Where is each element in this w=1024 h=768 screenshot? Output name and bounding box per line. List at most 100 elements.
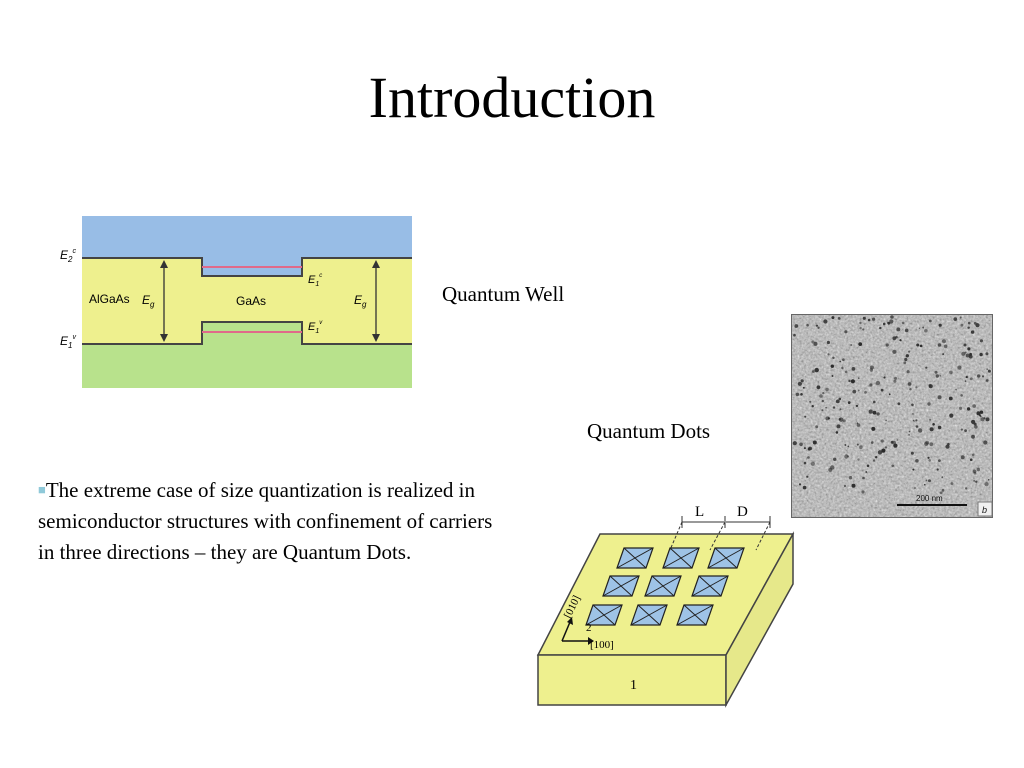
dot-speck bbox=[825, 387, 829, 392]
dot-speck bbox=[826, 340, 830, 345]
dot-speck bbox=[941, 476, 944, 479]
dot-speck bbox=[844, 454, 849, 459]
dot-speck bbox=[937, 425, 942, 430]
dot-speck bbox=[815, 324, 819, 327]
dot-speck bbox=[832, 356, 835, 359]
dot-speck bbox=[795, 392, 800, 397]
dot-speck bbox=[855, 404, 859, 408]
dot-speck bbox=[967, 321, 971, 325]
dot-speck bbox=[924, 329, 928, 333]
dot-speck bbox=[958, 406, 963, 410]
dot-speck bbox=[882, 322, 886, 326]
dot-speck bbox=[924, 441, 929, 446]
dot-speck bbox=[870, 441, 874, 444]
dot-speck bbox=[914, 487, 916, 489]
dot-speck bbox=[800, 393, 803, 396]
material-center-label: GaAs bbox=[236, 294, 266, 308]
dot-speck bbox=[831, 375, 834, 377]
dot-speck bbox=[953, 317, 958, 321]
dot-speck bbox=[918, 327, 921, 330]
dot-speck bbox=[851, 367, 856, 371]
dot-speck bbox=[910, 451, 914, 455]
dot-speck bbox=[928, 383, 932, 387]
dot-speck bbox=[985, 352, 989, 356]
dot-speck bbox=[842, 419, 846, 423]
dot-speck bbox=[981, 375, 985, 378]
dot-speck bbox=[937, 343, 942, 347]
dot-speck bbox=[793, 333, 796, 337]
dot-speck bbox=[848, 379, 851, 383]
dot-speck bbox=[915, 459, 919, 463]
dot-speck bbox=[814, 367, 819, 373]
dot-speck bbox=[890, 440, 894, 444]
quantum-dot-pyramid bbox=[630, 604, 668, 626]
dot-speck bbox=[979, 352, 983, 357]
dot-speck bbox=[925, 366, 928, 369]
dot-speck bbox=[852, 389, 857, 394]
quantum-dot-pyramid bbox=[707, 547, 745, 569]
dot-speck bbox=[955, 388, 957, 391]
dot-speck bbox=[875, 456, 878, 459]
dot-speck bbox=[964, 429, 967, 432]
dot-speck bbox=[803, 461, 807, 465]
dot-speck bbox=[811, 340, 815, 344]
dot-speck bbox=[949, 413, 954, 418]
quantum-dot-pyramid bbox=[616, 547, 654, 569]
dot-speck bbox=[983, 417, 986, 420]
dot-speck bbox=[945, 444, 950, 449]
dot-speck bbox=[838, 418, 841, 421]
dot-speck bbox=[983, 440, 988, 445]
dot-speck bbox=[947, 442, 950, 446]
dot-speck bbox=[911, 403, 914, 407]
dot-speck bbox=[857, 377, 860, 380]
dot-speck bbox=[875, 380, 881, 386]
dot-speck bbox=[836, 424, 841, 429]
dot-speck bbox=[847, 455, 849, 457]
dot-speck bbox=[973, 480, 975, 482]
dot-speck bbox=[862, 328, 865, 331]
dot-speck bbox=[922, 326, 925, 329]
dot-speck bbox=[847, 401, 851, 404]
dot-speck bbox=[806, 475, 809, 478]
quantum-dot-pyramid bbox=[602, 575, 640, 597]
dot-speck bbox=[839, 360, 842, 363]
dot-speck bbox=[825, 406, 827, 409]
dot-speck bbox=[927, 402, 931, 406]
dot-speck bbox=[856, 443, 859, 446]
dot-speck bbox=[987, 479, 990, 481]
dot-speck bbox=[802, 386, 805, 389]
dot-speck bbox=[888, 393, 891, 396]
dot-speck bbox=[871, 426, 876, 431]
dot-speck bbox=[827, 353, 830, 356]
dot-speck bbox=[800, 379, 804, 383]
dot-speck bbox=[872, 317, 876, 321]
dot-speck bbox=[979, 339, 983, 343]
dot-speck bbox=[975, 480, 978, 483]
dot-speck bbox=[877, 450, 883, 455]
dot-speck bbox=[907, 382, 912, 386]
dot-speck bbox=[972, 404, 976, 408]
bullet-icon: ■ bbox=[38, 482, 46, 497]
dot-speck bbox=[957, 365, 962, 370]
quantum-dot-array-diagram: L D [100] [010] 2 1 bbox=[536, 504, 795, 708]
dot-speck bbox=[971, 453, 975, 457]
axis-100-label: [100] bbox=[590, 639, 614, 651]
dot-speck bbox=[976, 467, 981, 472]
dot-speck bbox=[892, 349, 897, 354]
quantum-dot-pyramid bbox=[585, 604, 623, 626]
dot-speck bbox=[847, 445, 850, 448]
dot-speck bbox=[889, 319, 894, 324]
dot-speck bbox=[941, 339, 947, 344]
quantum-dots-micrograph: 200 nm b bbox=[791, 314, 993, 518]
quantum-dot-pyramid bbox=[691, 575, 729, 597]
dot-speck bbox=[892, 336, 897, 341]
quantum-dot-pyramid bbox=[644, 575, 682, 597]
dot-speck bbox=[890, 315, 894, 319]
substrate-label: 1 bbox=[630, 678, 637, 693]
dot-speck bbox=[830, 364, 834, 368]
dot-speck bbox=[873, 400, 876, 404]
dot-speck bbox=[838, 397, 842, 401]
dot-speck bbox=[950, 482, 954, 486]
dot-speck bbox=[821, 409, 824, 412]
dot-speck bbox=[797, 381, 802, 386]
